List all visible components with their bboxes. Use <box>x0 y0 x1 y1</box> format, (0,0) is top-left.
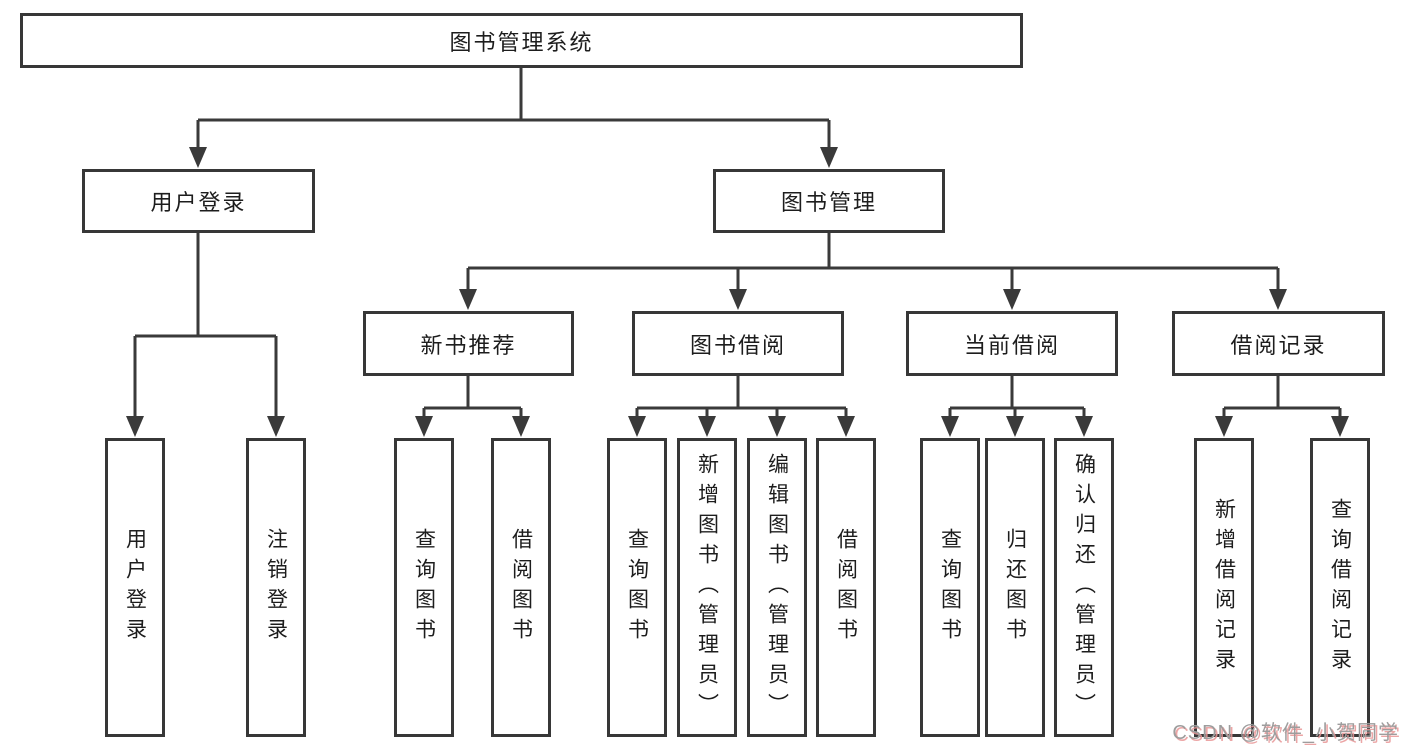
leaf-cb-confirm-return: 确认归还（管理员） <box>1054 438 1114 737</box>
node-new-book-recommend-label: 新书推荐 <box>420 332 517 358</box>
leaf-nb-borrow-books-label: 借阅图书 <box>509 527 533 648</box>
leaf-cb-confirm-return-label: 确认归还（管理员） <box>1072 452 1096 723</box>
leaf-nb-query-books: 查询图书 <box>394 438 454 737</box>
leaf-br-query-record: 查询借阅记录 <box>1310 438 1370 737</box>
node-user-login: 用户登录 <box>82 169 315 233</box>
leaf-bb-add-books-label: 新增图书（管理员） <box>695 452 719 723</box>
leaf-br-add-record: 新增借阅记录 <box>1194 438 1254 737</box>
node-borrow-records: 借阅记录 <box>1172 311 1385 376</box>
leaf-logout-label: 注销登录 <box>264 527 288 648</box>
leaf-br-add-record-label: 新增借阅记录 <box>1212 497 1236 678</box>
arrowhead-icons <box>126 147 1349 437</box>
leaf-bb-query-books-label: 查询图书 <box>625 527 649 648</box>
leaf-logout: 注销登录 <box>246 438 306 737</box>
edge-borrow-records-to-leaves <box>1222 376 1342 418</box>
leaf-bb-edit-books-label: 编辑图书（管理员） <box>765 452 789 723</box>
leaf-bb-borrow-books-label: 借阅图书 <box>834 527 858 648</box>
node-book-borrow: 图书借阅 <box>632 311 844 376</box>
edge-book-borrow-to-leaves <box>635 376 848 418</box>
node-new-book-recommend: 新书推荐 <box>363 311 574 376</box>
leaf-cb-return-books: 归还图书 <box>985 438 1045 737</box>
edge-root-to-level2 <box>196 68 831 150</box>
leaf-bb-query-books: 查询图书 <box>607 438 667 737</box>
node-book-borrow-label: 图书借阅 <box>689 332 786 358</box>
leaf-bb-edit-books: 编辑图书（管理员） <box>747 438 807 737</box>
leaf-user-login: 用户登录 <box>105 438 165 737</box>
leaf-cb-query-books-label: 查询图书 <box>938 527 962 648</box>
leaf-nb-query-books-label: 查询图书 <box>412 527 436 648</box>
csdn-watermark: CSDN @软件_小贺同学 <box>1172 722 1399 744</box>
edge-book-management-to-level3 <box>466 233 1280 292</box>
node-book-management-label: 图书管理 <box>780 190 877 215</box>
leaf-nb-borrow-books: 借阅图书 <box>491 438 551 737</box>
edge-new-book-recommend-to-leaves <box>422 376 523 418</box>
node-root: 图书管理系统 <box>20 13 1023 68</box>
node-root-label: 图书管理系统 <box>449 29 594 55</box>
node-current-borrow-label: 当前借阅 <box>963 332 1060 358</box>
leaf-bb-add-books: 新增图书（管理员） <box>677 438 737 737</box>
leaf-br-query-record-label: 查询借阅记录 <box>1328 497 1352 678</box>
leaf-user-login-label: 用户登录 <box>123 527 147 648</box>
node-borrow-records-label: 借阅记录 <box>1230 332 1327 358</box>
leaf-bb-borrow-books: 借阅图书 <box>816 438 876 737</box>
edge-current-borrow-to-leaves <box>948 376 1086 418</box>
node-current-borrow: 当前借阅 <box>906 311 1118 376</box>
leaf-cb-return-books-label: 归还图书 <box>1003 527 1027 648</box>
node-user-login-label: 用户登录 <box>150 190 247 215</box>
leaf-cb-query-books: 查询图书 <box>920 438 980 737</box>
node-book-management: 图书管理 <box>713 169 945 233</box>
edge-user-login-to-leaves <box>133 233 278 418</box>
